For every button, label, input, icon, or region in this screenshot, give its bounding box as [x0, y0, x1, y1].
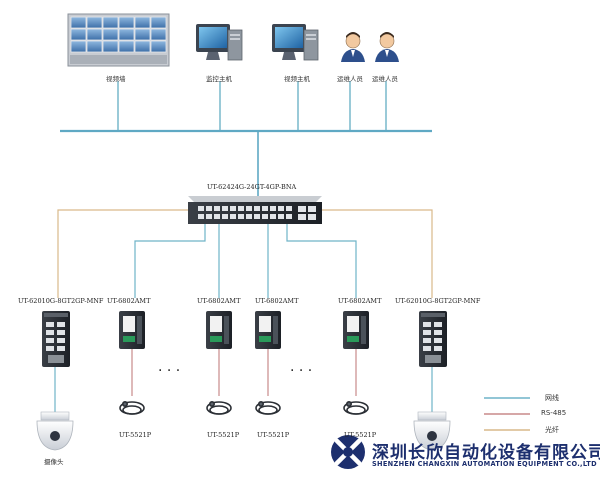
dome-camera-icon — [413, 411, 451, 451]
ellipsis-right: · · · — [290, 363, 313, 379]
converter-icon — [206, 311, 232, 349]
converter-label: UT-6802AMT — [255, 297, 299, 305]
fiber-lines — [57, 209, 433, 298]
converter-label: UT-6802AMT — [107, 297, 151, 305]
ethernet-lines — [134, 224, 357, 298]
converter-icon — [119, 311, 145, 349]
top-drop-lines — [117, 81, 387, 131]
sensor-label: UT-5521P — [344, 431, 377, 439]
sensor-icon — [206, 400, 232, 415]
converter-label: UT-6802AMT — [338, 297, 382, 305]
dome-camera-icon — [36, 411, 74, 451]
video-wall-label: 视频墙 — [106, 75, 126, 83]
video-host-icon — [272, 24, 319, 61]
rs485-lines — [131, 349, 357, 396]
core-switch-label: UT-62424G-24GT-4GP-BNA — [207, 183, 297, 191]
camera-lines — [54, 366, 433, 412]
edge-switch-left-icon — [42, 311, 70, 367]
edge-switch-right-icon — [419, 311, 447, 367]
monitor-host-label: 监控主机 — [206, 75, 232, 83]
company-name-en: SHENZHEN CHANGXIN AUTOMATION EQUIPMENT C… — [372, 460, 597, 468]
legend-label-fiber: 光纤 — [545, 426, 559, 434]
core-switch-icon — [188, 196, 322, 224]
legend-label-rs485: RS-485 — [541, 409, 567, 417]
company-logo-icon — [331, 435, 365, 469]
camera-label: 摄像头 — [44, 458, 64, 466]
ellipsis-left: · · · — [158, 363, 181, 379]
legend-label-ethernet: 网线 — [545, 394, 559, 402]
monitor-host-icon — [196, 24, 243, 61]
ops-person-icon — [375, 32, 399, 62]
sensor-icon — [255, 400, 281, 415]
sensor-label: UT-5521P — [119, 431, 152, 439]
converter-icon — [343, 311, 369, 349]
converter-label: UT-6802AMT — [197, 297, 241, 305]
converter-icon — [255, 311, 281, 349]
company-name-cn: 深圳长欣自动化设备有限公司 — [372, 443, 600, 463]
sensor-icon — [343, 400, 369, 415]
sensor-label: UT-5521P — [257, 431, 290, 439]
edge-switch-left-label: UT-62010G-8GT2GP-MNF — [18, 297, 104, 305]
ops-person-label: 运维人员 — [337, 75, 363, 83]
video-host-label: 视频主机 — [284, 75, 310, 83]
ops-person-icon — [341, 32, 365, 62]
video-wall-icon — [67, 13, 170, 67]
sensor-label: UT-5521P — [207, 431, 240, 439]
sensor-icon — [119, 400, 145, 415]
ops-person-label: 运维人员 — [372, 75, 398, 83]
edge-switch-right-label: UT-62010G-8GT2GP-MNF — [395, 297, 481, 305]
